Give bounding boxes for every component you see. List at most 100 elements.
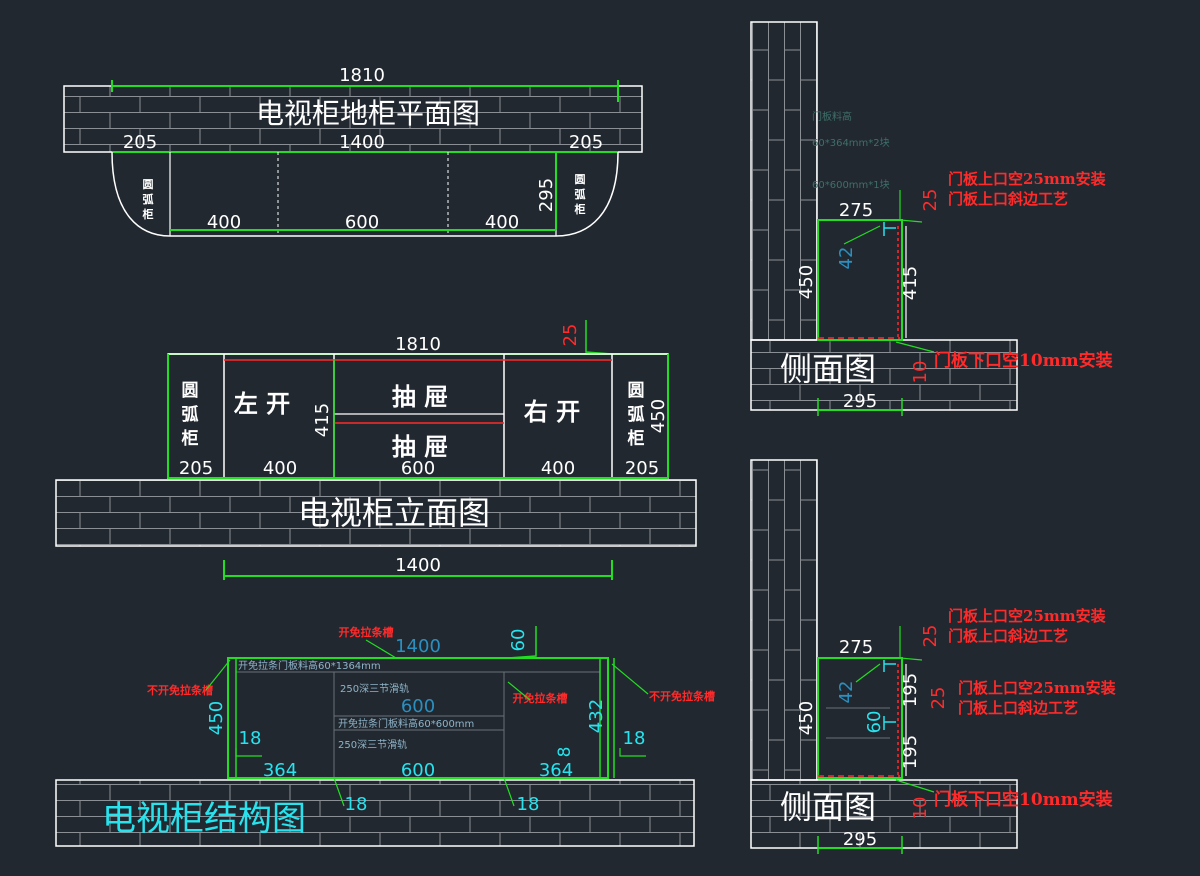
side-top-dim-height: 450: [796, 265, 817, 299]
elev-dim-right-wing: 205: [625, 458, 659, 479]
struct-dim-height: 450: [206, 701, 227, 735]
struct-note-panel-top: 开免拉条门板料高60*1364mm: [238, 659, 381, 672]
struct-note-no-groove-right: 不开免拉条槽: [649, 689, 715, 703]
plan-arc-label-right-1: 圆: [575, 173, 586, 186]
struct-dim-t-bottom-b: 18: [517, 794, 540, 815]
elev-dim-seg-right: 400: [541, 458, 575, 479]
struct-dim-inner-height: 432: [586, 699, 607, 733]
side-top-dim-depth: 275: [839, 200, 873, 221]
elev-drawer-top: 抽 屉: [392, 382, 448, 411]
side-top-note-bottom-gap: 门板下口空10mm安装: [934, 350, 1113, 371]
side-top-note-faint-1: 门板料高: [812, 110, 852, 123]
side-bottom-dim-lower: 195: [900, 735, 921, 769]
struct-dim-t-left: 18: [239, 728, 262, 749]
elev-dim-height: 415: [312, 403, 333, 437]
plan-arc-label-left-1: 圆: [143, 178, 154, 191]
struct-floor: [55, 779, 695, 847]
side-top-floor: [750, 339, 1018, 411]
elev-dim-base: 1400: [395, 555, 441, 576]
plan-dim-seg-right: 400: [485, 212, 519, 233]
elev-dim-total: 1810: [395, 334, 441, 355]
side-bottom-dim-depth: 275: [839, 637, 873, 658]
plan-arc-label-right-2: 弧: [575, 187, 586, 201]
struct-dim-right: 364: [539, 760, 573, 781]
plan-dim-right-wing: 205: [569, 132, 603, 153]
side-bottom-wall: [750, 459, 818, 781]
side-bottom-dim-small-b: 60: [864, 711, 885, 734]
plan-dim-left-wing: 205: [123, 132, 157, 153]
side-top-cabinet: [817, 219, 903, 341]
struct-dim-top: 1400: [395, 636, 441, 657]
plan-arc-label-right-3: 柜: [574, 202, 586, 216]
struct-dim-gap: 60: [508, 629, 529, 652]
plan-arc-label-left-3: 柜: [142, 207, 154, 221]
elev-arc-right-3: 柜: [628, 428, 645, 449]
plan-wall: [63, 85, 643, 153]
struct-note-no-groove-left: 不开免拉条槽: [147, 683, 213, 697]
side-bottom-dim-upper: 195: [900, 673, 921, 707]
side-bottom-cabinet: [817, 657, 903, 779]
plan-dim-middle: 1400: [339, 132, 385, 153]
elev-drawer-bottom: 抽 屉: [392, 432, 448, 461]
elev-arc-left-1: 圆: [182, 381, 199, 401]
elevation-view: 1810 25 左 开 右 开 抽 屉 抽 屉 415 450 圆 弧 柜 圆 …: [55, 320, 697, 580]
side-top-note-faint-3: 60*600mm*1块: [812, 179, 890, 191]
struct-note-groove-top: 开免拉条槽: [339, 625, 394, 639]
side-top-dim-base: 295: [843, 391, 877, 412]
side-view-top: 275 450 415 42 25 10 门板上口空25mm安装 门板上口斜边工…: [750, 21, 1113, 416]
struct-dim-t-right-inner: 8: [555, 747, 575, 758]
elev-dim-seg-mid: 600: [401, 458, 435, 479]
struct-dim-mid: 600: [401, 760, 435, 781]
side-bottom-dim-gap-mid: 25: [928, 687, 949, 710]
plan-dim-total: 1810: [339, 65, 385, 86]
side-bottom-dim-gap-bottom: 10: [910, 797, 931, 820]
plan-cabinet-outline: [111, 151, 619, 237]
plan-dim-depth: 295: [536, 178, 557, 212]
side-bottom-dim-gap-top: 25: [920, 625, 941, 648]
plan-dim-seg-left: 400: [207, 212, 241, 233]
structure-view: 电视柜结构图 1400 60 600 开免拉条门板料高60*1364mm 250…: [55, 625, 715, 847]
plan-view: 1810 电视柜地柜平面图 205 1400 205 400 600 400 2…: [63, 65, 643, 237]
plan-arc-label-left-2: 弧: [143, 192, 154, 206]
elev-dim-right-height: 450: [648, 399, 669, 433]
struct-title: 电视柜结构图: [102, 799, 306, 839]
struct-dim-t-bottom-a: 18: [345, 794, 368, 815]
elev-floor: [55, 479, 697, 547]
elev-left-door: 左 开: [234, 389, 290, 418]
elev-arc-left-2: 弧: [182, 404, 199, 425]
side-view-bottom: 275 450 195 195 42 60 25 25 10 门板上口空25mm…: [750, 459, 1117, 854]
side-bottom-note-top-gap: 门板上口空25mm安装: [948, 607, 1107, 625]
struct-note-rail-mid: 250深三节滑轨: [338, 738, 407, 751]
struct-dim-left: 364: [263, 760, 297, 781]
side-top-wall: [750, 21, 818, 341]
side-top-note-top-gap: 门板上口空25mm安装: [948, 170, 1107, 188]
struct-dim-t-right: 18: [623, 728, 646, 749]
side-bottom-title: 侧面图: [780, 788, 876, 826]
elev-title: 电视柜立面图: [298, 494, 490, 532]
side-bottom-floor: [750, 779, 1018, 849]
elev-right-door: 右 开: [524, 397, 580, 426]
side-top-note-top-bevel: 门板上口斜边工艺: [948, 190, 1068, 208]
elev-dim-gap: 25: [560, 324, 581, 347]
side-top-title: 侧面图: [780, 350, 876, 388]
plan-dim-seg-mid: 600: [345, 212, 379, 233]
struct-dim-mid-inner: 600: [401, 696, 435, 717]
plan-title: 电视柜地柜平面图: [256, 97, 480, 130]
struct-note-rail-top: 250深三节滑轨: [340, 682, 409, 695]
side-top-dim-inner: 415: [900, 266, 921, 300]
side-top-dim-gap-top: 25: [920, 189, 941, 212]
elev-dim-seg-left: 400: [263, 458, 297, 479]
side-top-dim-small: 42: [836, 247, 857, 270]
struct-note-panel-mid: 开免拉条门板料高60*600mm: [338, 717, 474, 730]
side-bottom-note-top-bevel: 门板上口斜边工艺: [948, 627, 1068, 645]
side-bottom-dim-base: 295: [843, 829, 877, 850]
elev-dim-left-wing: 205: [179, 458, 213, 479]
elev-arc-left-3: 柜: [182, 428, 199, 449]
side-bottom-dim-small: 42: [836, 681, 857, 704]
side-bottom-note-mid-gap: 门板上口空25mm安装: [958, 679, 1117, 697]
side-bottom-note-mid-bevel: 门板上口斜边工艺: [958, 699, 1078, 717]
elev-arc-right-2: 弧: [628, 404, 645, 425]
side-bottom-note-bottom-gap: 门板下口空10mm安装: [934, 789, 1113, 810]
struct-note-groove-mid: 开免拉条槽: [513, 691, 568, 705]
